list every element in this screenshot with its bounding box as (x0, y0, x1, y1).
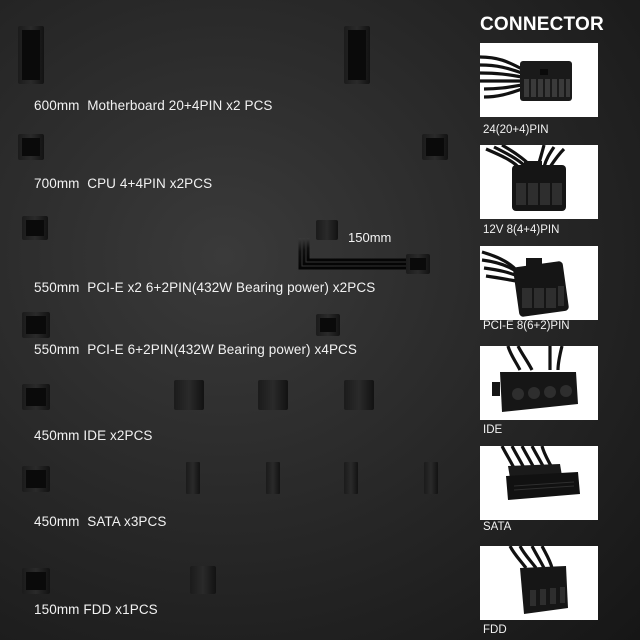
sata-cable-illustration (22, 462, 438, 494)
eps-8pin-connector-label: 12V 8(4+4)PIN (483, 224, 560, 236)
fdd-floppy-connector-label: FDD (483, 624, 507, 636)
connector-panel-title: CONNECTOR (480, 14, 604, 35)
motherboard-cable-label: 600mm Motherboard 20+4PIN x2 PCS (34, 98, 273, 113)
fdd-cable-label: 150mm FDD x1PCS (34, 602, 158, 617)
pcie-split-cable-illustration (22, 216, 430, 274)
fdd-cable-illustration (22, 566, 216, 594)
cpu-cable-label: 700mm CPU 4+4PIN x2PCS (34, 176, 213, 191)
eps-8pin-connector-icon (480, 145, 598, 219)
pcie-split-cable-label: 550mm PCI-E x2 6+2PIN(432W Bearing power… (34, 280, 376, 295)
cable-illustrations (18, 26, 448, 594)
motherboard-cable-illustration (18, 26, 370, 84)
cpu-cable-illustration (18, 134, 448, 160)
atx-24pin-connector-label: 24(20+4)PIN (483, 124, 549, 136)
molex-ide-connector-icon (480, 346, 598, 420)
pcie-8pin-connector-icon (480, 246, 598, 320)
pcie-single-cable-illustration (22, 312, 340, 338)
ide-cable-label: 450mm IDE x2PCS (34, 428, 153, 443)
sata-power-connector-icon (480, 446, 598, 520)
pcie-single-cable-label: 550mm PCI-E 6+2PIN(432W Bearing power) x… (34, 342, 358, 357)
extension-length-label: 150mm (348, 230, 392, 245)
fdd-floppy-connector-icon (480, 546, 598, 620)
pcie-8pin-connector-label: PCI-E 8(6+2)PIN (483, 320, 570, 332)
molex-ide-connector-label: IDE (483, 424, 503, 436)
sata-cable-label: 450mm SATA x3PCS (34, 514, 167, 529)
atx-24pin-connector-icon (480, 43, 598, 117)
sata-power-connector-label: SATA (483, 521, 512, 533)
ide-cable-illustration (22, 380, 374, 410)
